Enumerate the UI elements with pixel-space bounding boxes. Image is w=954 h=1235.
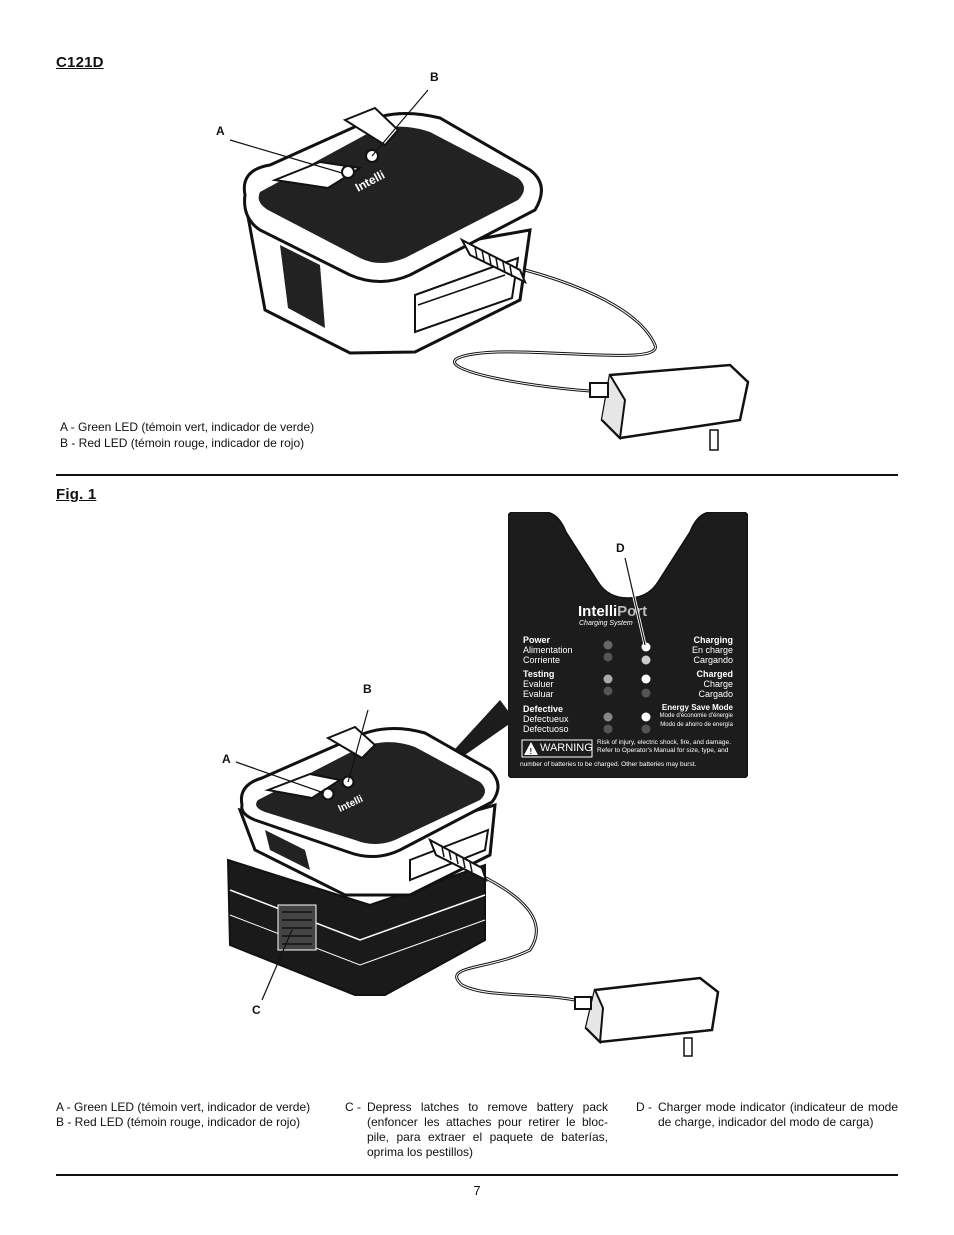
warning-line-3: number of batteries to be charged. Other… [520, 761, 697, 768]
callout-b-top: B [430, 70, 439, 84]
caption-c-label: C - [345, 1100, 361, 1114]
caption-a-top: A - Green LED (témoin vert, indicador de… [60, 420, 315, 434]
energy-label-es: Modo de ahorro de energía [660, 722, 733, 728]
charger-illustration-top: Intelli [229, 89, 750, 451]
callout-d-fig: D [616, 541, 625, 555]
charging-label: Charging [693, 635, 734, 645]
callout-a-top: A [216, 124, 225, 138]
caption-a-fig: A - Green LED (témoin vert, indicador de… [56, 1100, 311, 1114]
power-label-es: Corriente [523, 655, 561, 665]
defective-label: Defective [523, 704, 564, 714]
model-heading: C121D [56, 54, 104, 71]
section-divider [56, 474, 898, 476]
leader-d [623, 557, 647, 646]
caption-d-text: Charger mode indicator (indicateur de mo… [658, 1100, 898, 1129]
callout-b-fig: B [363, 682, 372, 696]
defective-label-fr: Defectueux [523, 714, 569, 724]
defective-label-es: Defectuoso [523, 724, 569, 734]
testing-label-fr: Evaluer [523, 679, 554, 689]
caption-b-top: B - Red LED (témoin rouge, indicador de … [60, 436, 305, 450]
power-label: Power [523, 635, 551, 645]
caption-b-fig: B - Red LED (témoin rouge, indicador de … [56, 1115, 301, 1129]
brand-subtitle: Charging System [579, 620, 633, 627]
warning-line-2: Refer to Operator's Manual for size, typ… [597, 747, 729, 754]
energy-label-fr: Mode d'économie d'énergie [659, 713, 733, 719]
page-number: 7 [473, 1183, 481, 1198]
charging-label-fr: En charge [691, 645, 733, 655]
fig-heading: Fig. 1 [56, 486, 97, 503]
callout-c-fig: C [252, 1003, 261, 1017]
energy-label: Energy Save Mode [661, 703, 733, 712]
charger-battery-illustration: Intelli [226, 700, 720, 1057]
charged-label-fr: Charge [703, 679, 733, 689]
power-label-fr: Alimentation [523, 645, 573, 655]
brand-intelli: Intelli [578, 603, 618, 620]
footer-divider [56, 1174, 898, 1176]
charged-label-es: Cargado [698, 689, 733, 699]
callout-a-fig: A [222, 752, 231, 766]
caption-d-label: D - [636, 1100, 652, 1114]
charged-label: Charged [696, 669, 733, 679]
warning-line-1: Risk of injury, electric shock, fire, an… [597, 739, 731, 746]
testing-label-es: Evaluar [523, 689, 554, 699]
svg-text:!: ! [530, 747, 533, 756]
label-panel: ! [508, 512, 748, 778]
charging-label-es: Cargando [693, 655, 733, 665]
caption-c-text: Depress latches to remove battery pack (… [367, 1100, 608, 1159]
testing-label: Testing [523, 669, 555, 679]
warning-word: WARNING [540, 742, 593, 754]
